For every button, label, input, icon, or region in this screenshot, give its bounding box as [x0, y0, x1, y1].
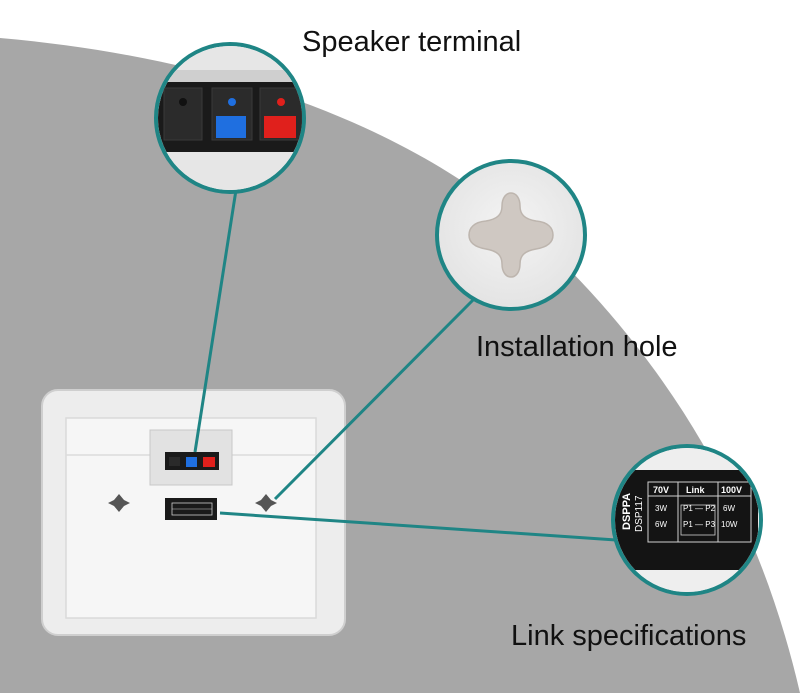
spec-header-70v: 70V: [653, 485, 669, 495]
link-magnifier: DSPPA DSP117 70V Link 100V 3W P1 — P2 6W…: [611, 444, 763, 596]
leader-lines: [193, 189, 617, 542]
leader-terminal: [193, 189, 238, 453]
link-specifications-label: Link specifications: [511, 620, 747, 652]
speaker-unit: [41, 389, 346, 636]
spec-row2-left: 6W: [655, 520, 667, 529]
terminal-red-clip: [203, 457, 215, 467]
spec-row1-mid: P1 — P2: [683, 504, 716, 513]
installation-hole-shape: [468, 192, 554, 278]
keyhole-left: [108, 494, 130, 512]
spec-row2-right: 10W: [721, 520, 738, 529]
spec-row1-left: 3W: [655, 504, 667, 513]
spec-label-plate: [615, 470, 758, 570]
red-terminal-clip: [264, 116, 296, 138]
terminal-magnifier: [154, 42, 306, 194]
leader-link: [219, 511, 617, 542]
spec-row1-right: 6W: [723, 504, 735, 513]
spec-header-100v: 100V: [721, 485, 742, 495]
spec-model: DSP117: [634, 495, 645, 532]
terminal-blue-clip: [186, 457, 197, 467]
keyhole-right: [255, 494, 277, 512]
installation-hole-label: Installation hole: [476, 331, 678, 363]
spec-brand: DSPPA: [621, 493, 633, 530]
spec-header-link: Link: [686, 485, 705, 495]
speaker-terminal-label: Speaker terminal: [302, 26, 522, 58]
hole-magnifier: [435, 159, 587, 311]
spec-row2-mid: P1 — P3: [683, 520, 716, 529]
blue-terminal-clip: [216, 116, 246, 138]
leader-hole: [273, 295, 478, 501]
